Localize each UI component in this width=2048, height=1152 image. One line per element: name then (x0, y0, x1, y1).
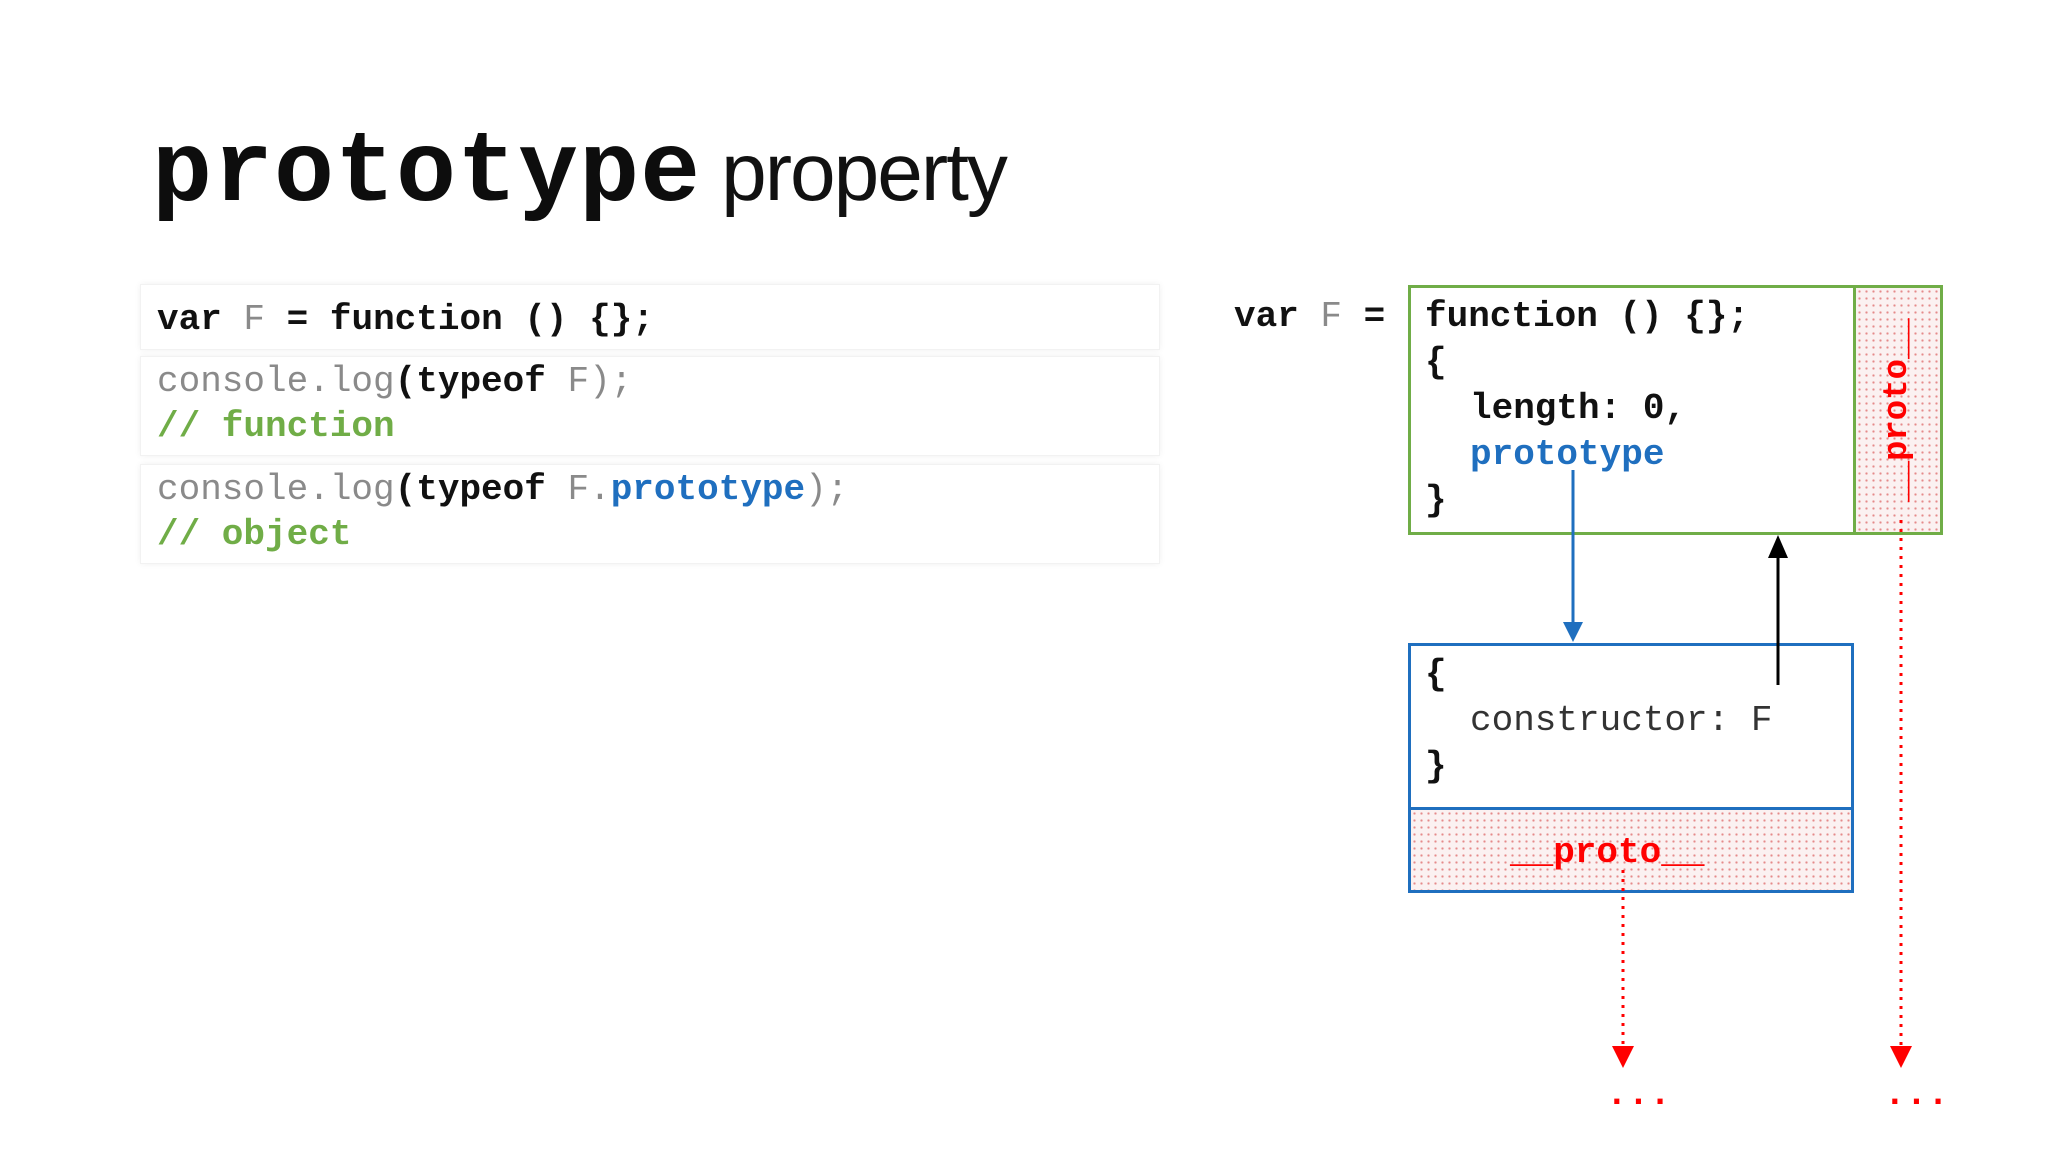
argument: F (567, 361, 590, 402)
code-line-1: var F = function () {}; (157, 297, 654, 343)
prototype-label: prototype (1470, 434, 1665, 475)
title-mono: prototype (152, 118, 702, 231)
code-line-4: console.log(typeof F.prototype); (157, 467, 848, 513)
title-sans: property (721, 127, 1008, 218)
keyword-typeof: typeof (416, 361, 546, 402)
function-body: () {}; (524, 299, 654, 340)
function-close-brace: } (1425, 480, 1447, 521)
keyword-var: var (1234, 296, 1299, 337)
function-proto-label: __proto__ (1879, 318, 1917, 502)
ellipsis-left: ... (1606, 1074, 1671, 1115)
operator: = (1363, 296, 1386, 337)
call: console.log (157, 469, 395, 510)
prototype-property: prototype (610, 469, 806, 510)
code-comment-function: // function (157, 406, 395, 447)
prototype-arrowhead (1563, 622, 1583, 642)
prototype-object-box (1408, 643, 1854, 893)
operator: = (286, 299, 309, 340)
function-signature: function () {}; (1425, 296, 1750, 337)
identifier: F (243, 299, 266, 340)
prototype-proto-label: __proto__ (1510, 832, 1705, 873)
prototype-close-brace: } (1425, 746, 1447, 787)
code-block-2: console.log(typeof F); // function (140, 356, 1160, 456)
function-open-brace: { (1425, 342, 1447, 383)
keyword-typeof: typeof (416, 469, 546, 510)
constructor-property: constructor: F (1470, 700, 1773, 741)
diagram-declaration: var F = (1234, 294, 1385, 340)
keyword-var: var (157, 299, 222, 340)
ellipsis-right: ... (1884, 1074, 1949, 1115)
code-block-1: var F = function () {}; (140, 284, 1160, 350)
call: console.log (157, 361, 395, 402)
length-property: length: 0, (1470, 388, 1687, 429)
identifier: F (1320, 296, 1343, 337)
proto-chain-arrowhead-right (1890, 1046, 1912, 1068)
proto-chain-arrowhead-left (1612, 1046, 1634, 1068)
function-object-box (1408, 285, 1943, 535)
function-proto-slot (1853, 288, 1940, 532)
code-comment-object: // object (157, 514, 352, 555)
paren: ); (805, 469, 849, 510)
prototype-proto-slot (1411, 807, 1851, 890)
paren: ( (394, 361, 417, 402)
constructor-arrowhead (1768, 535, 1788, 558)
code-line-2: console.log(typeof F); (157, 359, 632, 405)
argument: F. (567, 469, 611, 510)
paren: ); (589, 361, 633, 402)
code-block-3: console.log(typeof F.prototype); // obje… (140, 464, 1160, 564)
keyword-function: function (329, 299, 503, 340)
slide-title: prototype property (152, 118, 1008, 231)
prototype-open-brace: { (1425, 654, 1447, 695)
paren: ( (394, 469, 417, 510)
